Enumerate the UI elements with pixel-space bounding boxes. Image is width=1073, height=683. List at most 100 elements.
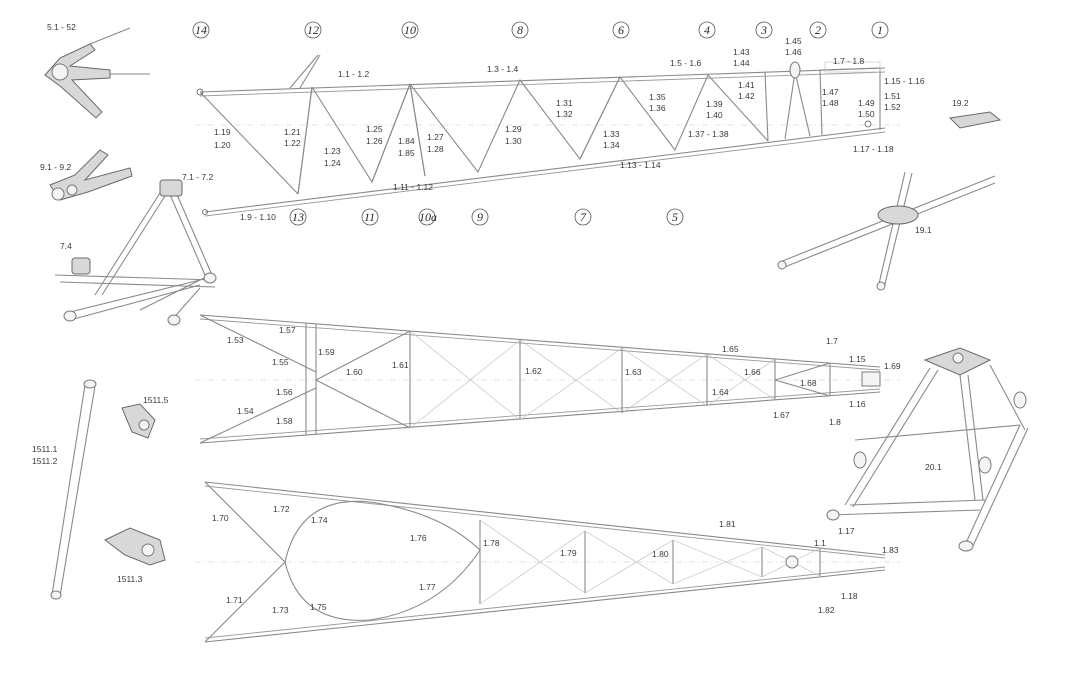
label-1-24: 1.24 xyxy=(324,158,341,168)
station-13: 13 xyxy=(292,210,304,224)
part-19-1: 19.1 xyxy=(777,171,996,291)
part-20-1: 20.1 xyxy=(826,347,1029,552)
part-label-9-1: 9.1 - 9.2 xyxy=(40,162,71,172)
label-1-25: 1.25 xyxy=(366,124,383,134)
label-1-54: 1.54 xyxy=(237,406,254,416)
label-1-65: 1.65 xyxy=(722,344,739,354)
side-view-labels: 1.1 - 1.2 1.3 - 1.4 1.5 - 1.6 1.7 - 1.8 … xyxy=(214,36,925,222)
label-1-64: 1.64 xyxy=(712,387,729,397)
label-1-39: 1.39 xyxy=(706,99,723,109)
label-1-57: 1.57 xyxy=(279,325,296,335)
label-1-1: 1.1 - 1.2 xyxy=(338,69,369,79)
station-1: 1 xyxy=(877,23,883,37)
label-1-20: 1.20 xyxy=(214,140,231,150)
label-1-51: 1.51 xyxy=(884,91,901,101)
station-11: 11 xyxy=(364,210,375,224)
bottom-view-labels: 1.70 1.71 1.72 1.73 1.74 1.75 1.76 1.77 … xyxy=(212,504,899,615)
label-1-55: 1.55 xyxy=(272,357,289,367)
side-view-station-numbers: 14 12 10 8 6 4 3 2 1 13 11 10a 9 7 5 xyxy=(192,21,889,226)
label-1-47: 1.47 xyxy=(822,87,839,97)
part-1511-5: 1511.5 xyxy=(121,395,169,439)
label-1-16-top: 1.16 xyxy=(849,399,866,409)
label-1-75: 1.75 xyxy=(310,602,327,612)
part-label-1511-2: 1511.2 xyxy=(32,456,58,466)
label-1-15-top: 1.15 xyxy=(849,354,866,364)
label-1-59: 1.59 xyxy=(318,347,335,357)
station-12: 12 xyxy=(307,23,319,37)
label-1-48: 1.48 xyxy=(822,98,839,108)
station-6: 6 xyxy=(618,23,624,37)
label-1-32: 1.32 xyxy=(556,109,573,119)
part-label-7-1: 7.1 - 7.2 xyxy=(182,172,213,182)
part-label-19-1: 19.1 xyxy=(915,225,932,235)
label-1-71: 1.71 xyxy=(226,595,243,605)
part-1511-3: 1511.3 xyxy=(104,527,166,584)
station-14: 14 xyxy=(195,23,207,37)
label-1-69: 1.69 xyxy=(884,361,901,371)
label-1-42: 1.42 xyxy=(738,91,755,101)
station-5: 5 xyxy=(672,210,678,224)
label-1-13: 1.13 - 1.14 xyxy=(620,160,661,170)
label-1-85: 1.85 xyxy=(398,148,415,158)
part-label-1511-5: 1511.5 xyxy=(143,395,169,405)
label-1-22: 1.22 xyxy=(284,138,301,148)
label-1-74: 1.74 xyxy=(311,515,328,525)
label-1-58: 1.58 xyxy=(276,416,293,426)
label-1-37: 1.37 - 1.38 xyxy=(688,129,729,139)
label-1-17-bottom: 1.17 xyxy=(838,526,855,536)
label-1-80: 1.80 xyxy=(652,549,669,559)
label-1-67: 1.67 xyxy=(773,410,790,420)
top-view-frame xyxy=(195,314,900,444)
label-1-30: 1.30 xyxy=(505,136,522,146)
label-1-68: 1.68 xyxy=(800,378,817,388)
top-view-labels: 1.53 1.54 1.55 1.56 1.57 1.58 1.59 1.60 … xyxy=(227,325,901,427)
label-1-62: 1.62 xyxy=(525,366,542,376)
label-1-15: 1.15 - 1.16 xyxy=(884,76,925,86)
label-1-61: 1.61 xyxy=(392,360,409,370)
part-19-2: 19.2 xyxy=(948,98,1002,129)
station-2: 2 xyxy=(815,23,821,37)
label-1-45: 1.45 xyxy=(785,36,802,46)
label-1-52: 1.52 xyxy=(884,102,901,112)
part-7-1: 7.1 - 7.2 7.4 xyxy=(54,172,217,326)
label-1-44: 1.44 xyxy=(733,58,750,68)
label-1-26: 1.26 xyxy=(366,136,383,146)
part-1511-1: 1511.1 1511.2 xyxy=(32,379,97,600)
label-1-7: 1.7 - 1.8 xyxy=(833,56,864,66)
label-1-28: 1.28 xyxy=(427,144,444,154)
label-1-60: 1.60 xyxy=(346,367,363,377)
label-1-76: 1.76 xyxy=(410,533,427,543)
label-1-56: 1.56 xyxy=(276,387,293,397)
label-1-72: 1.72 xyxy=(273,504,290,514)
bottom-view-frame xyxy=(195,481,900,643)
label-1-46: 1.46 xyxy=(785,47,802,57)
label-1-78: 1.78 xyxy=(483,538,500,548)
label-1-5: 1.5 - 1.6 xyxy=(670,58,701,68)
label-1-36: 1.36 xyxy=(649,103,666,113)
label-1-84: 1.84 xyxy=(398,136,415,146)
station-4: 4 xyxy=(704,23,710,37)
part-label-19-2: 19.2 xyxy=(952,98,969,108)
label-1-11: 1.11 - 1.12 xyxy=(393,182,433,192)
label-1-82: 1.82 xyxy=(818,605,835,615)
part-label-20-1: 20.1 xyxy=(925,462,942,472)
station-8: 8 xyxy=(517,23,523,37)
label-1-73: 1.73 xyxy=(272,605,289,615)
label-1-43: 1.43 xyxy=(733,47,750,57)
part-label-1511-3: 1511.3 xyxy=(117,574,143,584)
label-1-1-bottom: 1.1 xyxy=(814,538,826,548)
label-1-27: 1.27 xyxy=(427,132,444,142)
station-10a: 10a xyxy=(419,210,437,224)
label-1-70: 1.70 xyxy=(212,513,229,523)
label-1-81: 1.81 xyxy=(719,519,736,529)
part-label-5-1: 5.1 - 52 xyxy=(47,22,76,32)
label-1-66: 1.66 xyxy=(744,367,761,377)
label-1-33: 1.33 xyxy=(603,129,620,139)
label-1-49: 1.49 xyxy=(858,98,875,108)
label-1-77: 1.77 xyxy=(419,582,436,592)
side-view-frame xyxy=(195,54,900,217)
station-3: 3 xyxy=(760,23,767,37)
label-1-34: 1.34 xyxy=(603,140,620,150)
label-1-41: 1.41 xyxy=(738,80,755,90)
